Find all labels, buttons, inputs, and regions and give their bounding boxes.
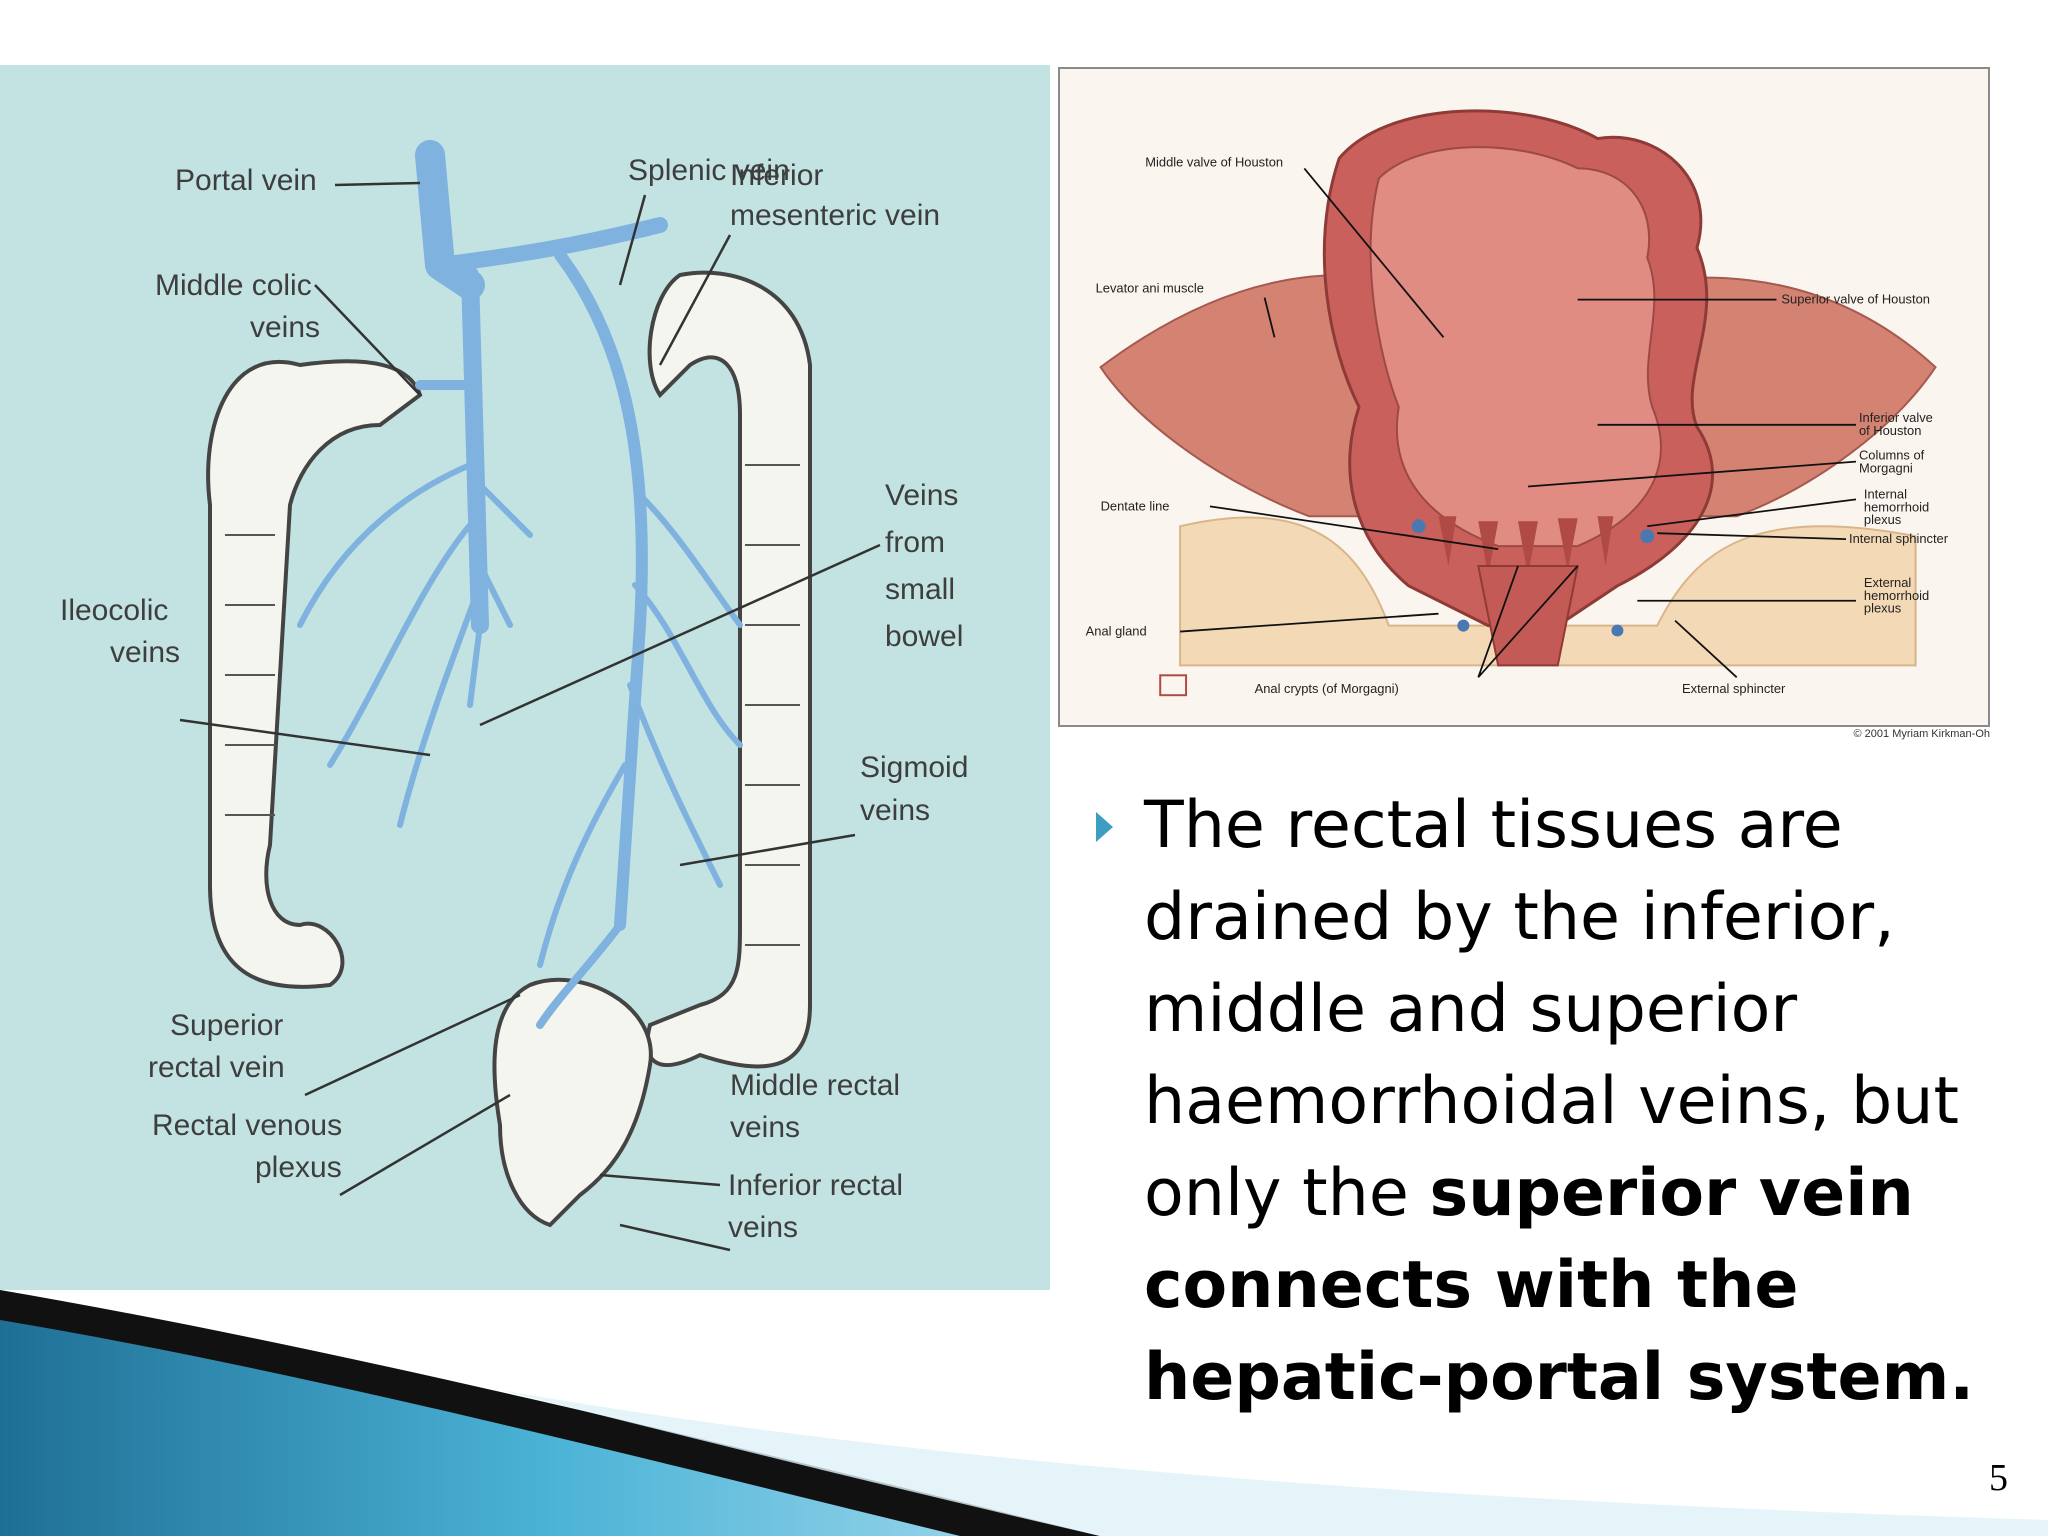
dentate-label: Dentate line xyxy=(1101,498,1170,513)
internal-hem-label-2: hemorrhoid xyxy=(1864,499,1929,514)
right-labels: Middle valve of Houston Levator ani musc… xyxy=(1086,154,1949,696)
rectum xyxy=(492,977,653,1228)
small-bowel-branches xyxy=(467,482,533,708)
middle-colic-label-1: Middle colic xyxy=(155,269,312,302)
bullet-paragraph: The rectal tissues are drained by the in… xyxy=(1144,780,2004,1424)
bullet-text-normal: The rectal tissues are drained by the in… xyxy=(1144,788,1959,1231)
rectal-lumen xyxy=(1369,146,1662,548)
veins-small-bowel-label-2: from xyxy=(885,526,945,559)
veins-small-bowel-label-3: small xyxy=(885,573,955,606)
swoosh-svg xyxy=(0,1290,2048,1536)
ileocolic-label-1: Ileocolic xyxy=(60,594,168,627)
internal-hem-label-3: plexus xyxy=(1864,512,1901,527)
middle-rectal-label-1: Middle rectal xyxy=(730,1069,900,1102)
bullet-text-bold: superior vein connects with the hepatic-… xyxy=(1144,1156,1975,1415)
swoosh-light-band xyxy=(500,1390,2048,1536)
colon-haustra xyxy=(225,464,800,946)
inferior-rectal-label-1: Inferior rectal xyxy=(728,1169,903,1202)
middle-valve-label: Middle valve of Houston xyxy=(1145,154,1283,169)
hemorrhoid-plexus xyxy=(1411,519,1655,637)
splenic-vein-label: Splenic vein xyxy=(628,154,790,187)
rectum-anatomy-diagram: Middle valve of Houston Levator ani musc… xyxy=(1058,67,1990,727)
superior-rectal-vein xyxy=(536,921,624,1029)
portal-venous-diagram: Splenic vein Portal vein Inferior mesent… xyxy=(0,65,1050,1290)
rectal-venous-label-1: Rectal venous xyxy=(152,1109,342,1142)
columns-label-1: Columns of xyxy=(1859,448,1925,463)
portal-vein-label: Portal vein xyxy=(175,164,317,197)
superior-mesenteric-vein xyxy=(461,266,489,634)
colon-illustration xyxy=(206,270,812,1228)
anal-canal xyxy=(1477,564,1579,667)
triangle-bullet-icon xyxy=(1096,812,1113,842)
vein-network xyxy=(297,140,743,1029)
ileocolic-label-2: veins xyxy=(110,636,180,669)
swoosh-blue-band xyxy=(0,1290,1100,1536)
external-hem-label-2: hemorrhoid xyxy=(1864,588,1929,603)
internal-sphincter-label: Internal sphincter xyxy=(1849,531,1949,546)
superior-rectal-label-1: Superior xyxy=(170,1009,283,1042)
superior-valve-label: Superior valve of Houston xyxy=(1781,292,1930,307)
superior-rectal-label-2: rectal vein xyxy=(148,1051,285,1084)
descending-colon xyxy=(645,270,812,1069)
inferior-valve-label-2: of Houston xyxy=(1859,423,1921,438)
inferior-mesenteric-label-2: mesenteric vein xyxy=(730,199,940,232)
middle-colic-label-2: veins xyxy=(250,311,320,344)
columns-label-2: Morgagni xyxy=(1859,461,1913,476)
levator-label: Levator ani muscle xyxy=(1096,281,1204,296)
right-pointer-lines xyxy=(1180,167,1857,678)
internal-hem-label-1: Internal xyxy=(1864,486,1907,501)
middle-rectal-label-2: veins xyxy=(730,1111,800,1144)
veins-small-bowel-label-4: bowel xyxy=(885,620,963,653)
pointer-lines xyxy=(179,181,881,1252)
decorative-swoosh xyxy=(0,1280,2048,1536)
inferior-mesenteric-vein xyxy=(554,249,648,931)
anal-crypts-label: Anal crypts (of Morgagni) xyxy=(1255,681,1399,696)
left-labels: Splenic vein Portal vein Inferior mesent… xyxy=(60,154,968,1244)
ascending-colon xyxy=(206,359,423,989)
bullet-list: The rectal tissues are drained by the in… xyxy=(1088,780,2028,1420)
swoosh-black-band xyxy=(0,1290,1100,1536)
external-hem-label-3: plexus xyxy=(1864,601,1901,616)
ileocolic-branches xyxy=(297,462,483,828)
portal-venous-diagram-svg: Splenic vein Portal vein Inferior mesent… xyxy=(60,140,968,1252)
copyright-note: © 2001 Myriam Kirkman-Oh xyxy=(1853,728,1990,740)
sigmoid-branches xyxy=(537,492,743,968)
rectum-anatomy-diagram-svg: Middle valve of Houston Levator ani musc… xyxy=(1086,109,1949,697)
inferior-rectal-label-2: veins xyxy=(728,1211,798,1244)
splenic-vein xyxy=(432,217,668,273)
sigmoid-label-2: veins xyxy=(860,794,930,827)
rectal-venous-label-2: plexus xyxy=(255,1151,342,1184)
inferior-valve-label-1: Inferior valve xyxy=(1859,410,1933,425)
veins-small-bowel-label-1: Veins xyxy=(885,479,958,512)
perianal-fat xyxy=(1179,516,1917,667)
sigmoid-label-1: Sigmoid xyxy=(860,751,968,784)
slide-number: 5 xyxy=(1989,1457,2008,1499)
external-sphincter-label: External sphincter xyxy=(1682,681,1786,696)
external-hem-label-1: External xyxy=(1864,575,1911,590)
artist-mark xyxy=(1159,674,1188,697)
inferior-mesenteric-label-1: Inferior xyxy=(730,159,823,192)
anal-gland-label: Anal gland xyxy=(1086,624,1147,639)
